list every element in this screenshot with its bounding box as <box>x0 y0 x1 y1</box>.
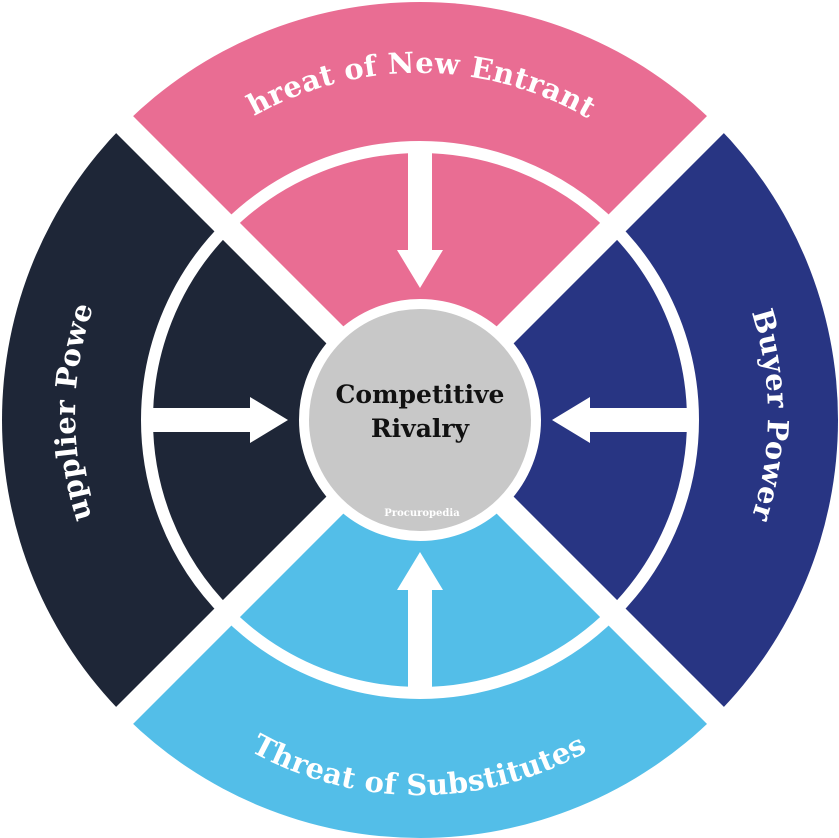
center-circle <box>299 299 541 541</box>
arrow-from-buyer-power <box>552 397 693 443</box>
procuropedia-watermark: Procuropedia <box>384 508 460 519</box>
center-title-line2: Rivalry <box>371 414 471 443</box>
arrow-from-new-entrants <box>397 147 443 288</box>
center-title-line1: Competitive <box>336 380 505 409</box>
arrows-layer <box>147 147 693 693</box>
arrow-from-substitutes <box>397 552 443 693</box>
arrow-from-supplier-power <box>147 397 288 443</box>
